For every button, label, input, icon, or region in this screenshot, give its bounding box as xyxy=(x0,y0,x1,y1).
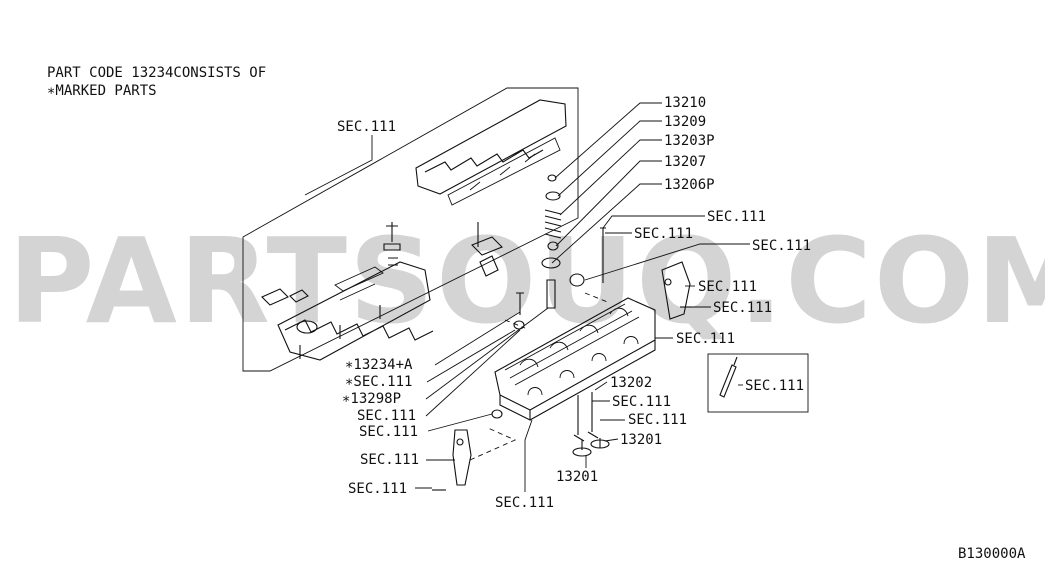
valve-retainer xyxy=(545,191,561,201)
valve-head-1 xyxy=(572,447,592,457)
cover-gasket xyxy=(415,99,567,195)
label-sec111-j: SEC.111 xyxy=(360,452,419,468)
label-sec111-star: ∗SEC.111 xyxy=(345,374,412,390)
label-13206p: 13206P xyxy=(664,177,715,193)
glow-plug-box xyxy=(707,353,809,413)
label-sec111-b: SEC.111 xyxy=(634,226,693,242)
label-13202: 13202 xyxy=(610,375,652,391)
label-13209: 13209 xyxy=(664,114,706,130)
head-top-detail xyxy=(504,303,640,386)
label-13201-b: 13201 xyxy=(556,469,598,485)
spring-seat xyxy=(541,257,561,269)
watermark: PARTSOUQ.COM xyxy=(8,212,1045,350)
valve-seal xyxy=(547,241,559,251)
cover-insulator xyxy=(334,266,384,301)
cover-bracket xyxy=(471,222,503,277)
label-sec111-n: SEC.111 xyxy=(628,412,687,428)
head-ports xyxy=(527,336,639,396)
valve-pair xyxy=(573,392,601,450)
cover-frame xyxy=(242,87,579,372)
label-sec111-h: SEC.111 xyxy=(357,408,416,424)
label-13201-a: 13201 xyxy=(620,432,662,448)
leader-lines xyxy=(304,102,750,492)
label-sec111-e: SEC.111 xyxy=(713,300,772,316)
cover-baffle xyxy=(447,137,561,206)
label-sec111-a: SEC.111 xyxy=(707,209,766,225)
rocker-cover-group xyxy=(242,87,579,372)
o-ring xyxy=(491,409,503,419)
lifting-bracket xyxy=(452,429,472,486)
diagram-code: B130000A xyxy=(958,546,1026,562)
label-sec111-g: SEC.111 xyxy=(745,378,804,394)
valve-stack xyxy=(513,174,606,330)
label-sec111-i: SEC.111 xyxy=(359,424,418,440)
header-line-1: PART CODE 13234CONSISTS OF xyxy=(47,65,266,81)
label-sec111-k: SEC.111 xyxy=(348,481,407,497)
label-13234a: ∗13234+A xyxy=(345,357,413,373)
rocker-cover xyxy=(277,261,434,361)
plug xyxy=(569,273,585,287)
label-13203p: 13203P xyxy=(664,133,715,149)
valve-guide xyxy=(546,279,556,309)
header-line-2: ∗MARKED PARTS xyxy=(47,83,157,99)
label-13207: 13207 xyxy=(664,154,706,170)
glow-plug xyxy=(719,356,738,398)
label-sec111-cover: SEC.111 xyxy=(337,119,396,135)
bolt-left xyxy=(516,292,524,315)
valve-head-2 xyxy=(590,439,610,449)
label-sec111-d: SEC.111 xyxy=(698,279,757,295)
label-sec111-l: SEC.111 xyxy=(495,495,554,511)
label-sec111-m: SEC.111 xyxy=(612,394,671,410)
valve-collet xyxy=(547,174,557,182)
dash-top xyxy=(504,292,611,329)
label-sec111-f: SEC.111 xyxy=(676,331,735,347)
oil-filler-cap xyxy=(296,320,318,334)
rear-plate xyxy=(661,261,691,320)
head-side xyxy=(499,340,656,421)
valve-spring xyxy=(544,209,562,239)
label-13210: 13210 xyxy=(664,95,706,111)
label-13298p: ∗13298P xyxy=(342,391,401,407)
bracket-dash-1 xyxy=(469,427,517,461)
ring-small xyxy=(513,320,525,330)
cylinder-head xyxy=(432,261,809,491)
label-sec111-c: SEC.111 xyxy=(752,238,811,254)
cover-bolt-stack xyxy=(383,222,401,266)
breather-hose xyxy=(261,288,309,306)
